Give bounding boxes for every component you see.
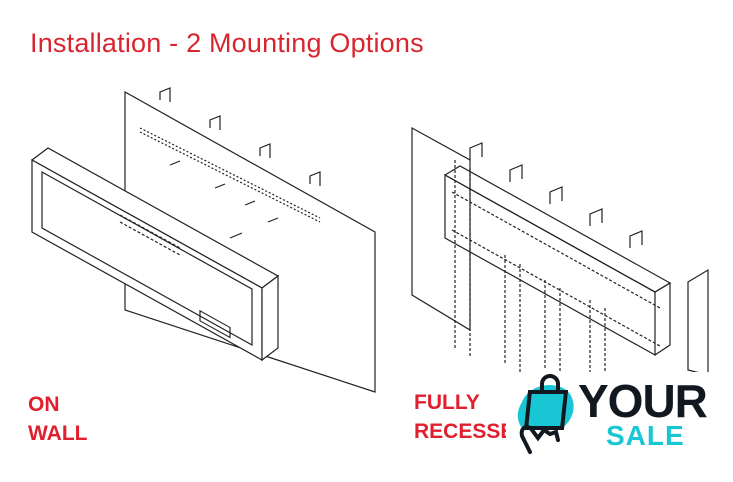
side-wall bbox=[687, 268, 709, 376]
mounting-bracket bbox=[139, 127, 321, 223]
fireplace-side bbox=[261, 274, 279, 362]
label-line: RECESSED bbox=[414, 420, 506, 443]
control-panel bbox=[199, 309, 231, 339]
label-line: ON bbox=[28, 393, 60, 416]
fully-recessed-drawing bbox=[411, 126, 709, 383]
screws bbox=[169, 160, 279, 239]
framing-hidden-lines bbox=[451, 160, 661, 383]
page-title: Installation - 2 Mounting Options bbox=[30, 28, 424, 58]
label-line: WALL bbox=[28, 422, 88, 445]
wall-studs bbox=[159, 87, 321, 186]
shopping-bag-hand-icon bbox=[517, 374, 574, 454]
logo-word-sale: SALE bbox=[606, 420, 685, 451]
your-sale-logo: YOUR SALE bbox=[510, 372, 725, 462]
wall-panel bbox=[411, 126, 471, 332]
recess-frame-top bbox=[443, 165, 672, 293]
on-wall-drawing bbox=[30, 87, 376, 393]
label-line: FULLY bbox=[414, 391, 480, 414]
fully-recessed-label: FULLY RECESSED bbox=[414, 388, 506, 446]
recess-frame-side bbox=[654, 281, 671, 356]
fireplace-glass bbox=[41, 170, 253, 347]
on-wall-label: ON WALL bbox=[28, 390, 87, 448]
logo-word-your: YOUR bbox=[578, 375, 708, 427]
wall-studs bbox=[469, 142, 643, 248]
